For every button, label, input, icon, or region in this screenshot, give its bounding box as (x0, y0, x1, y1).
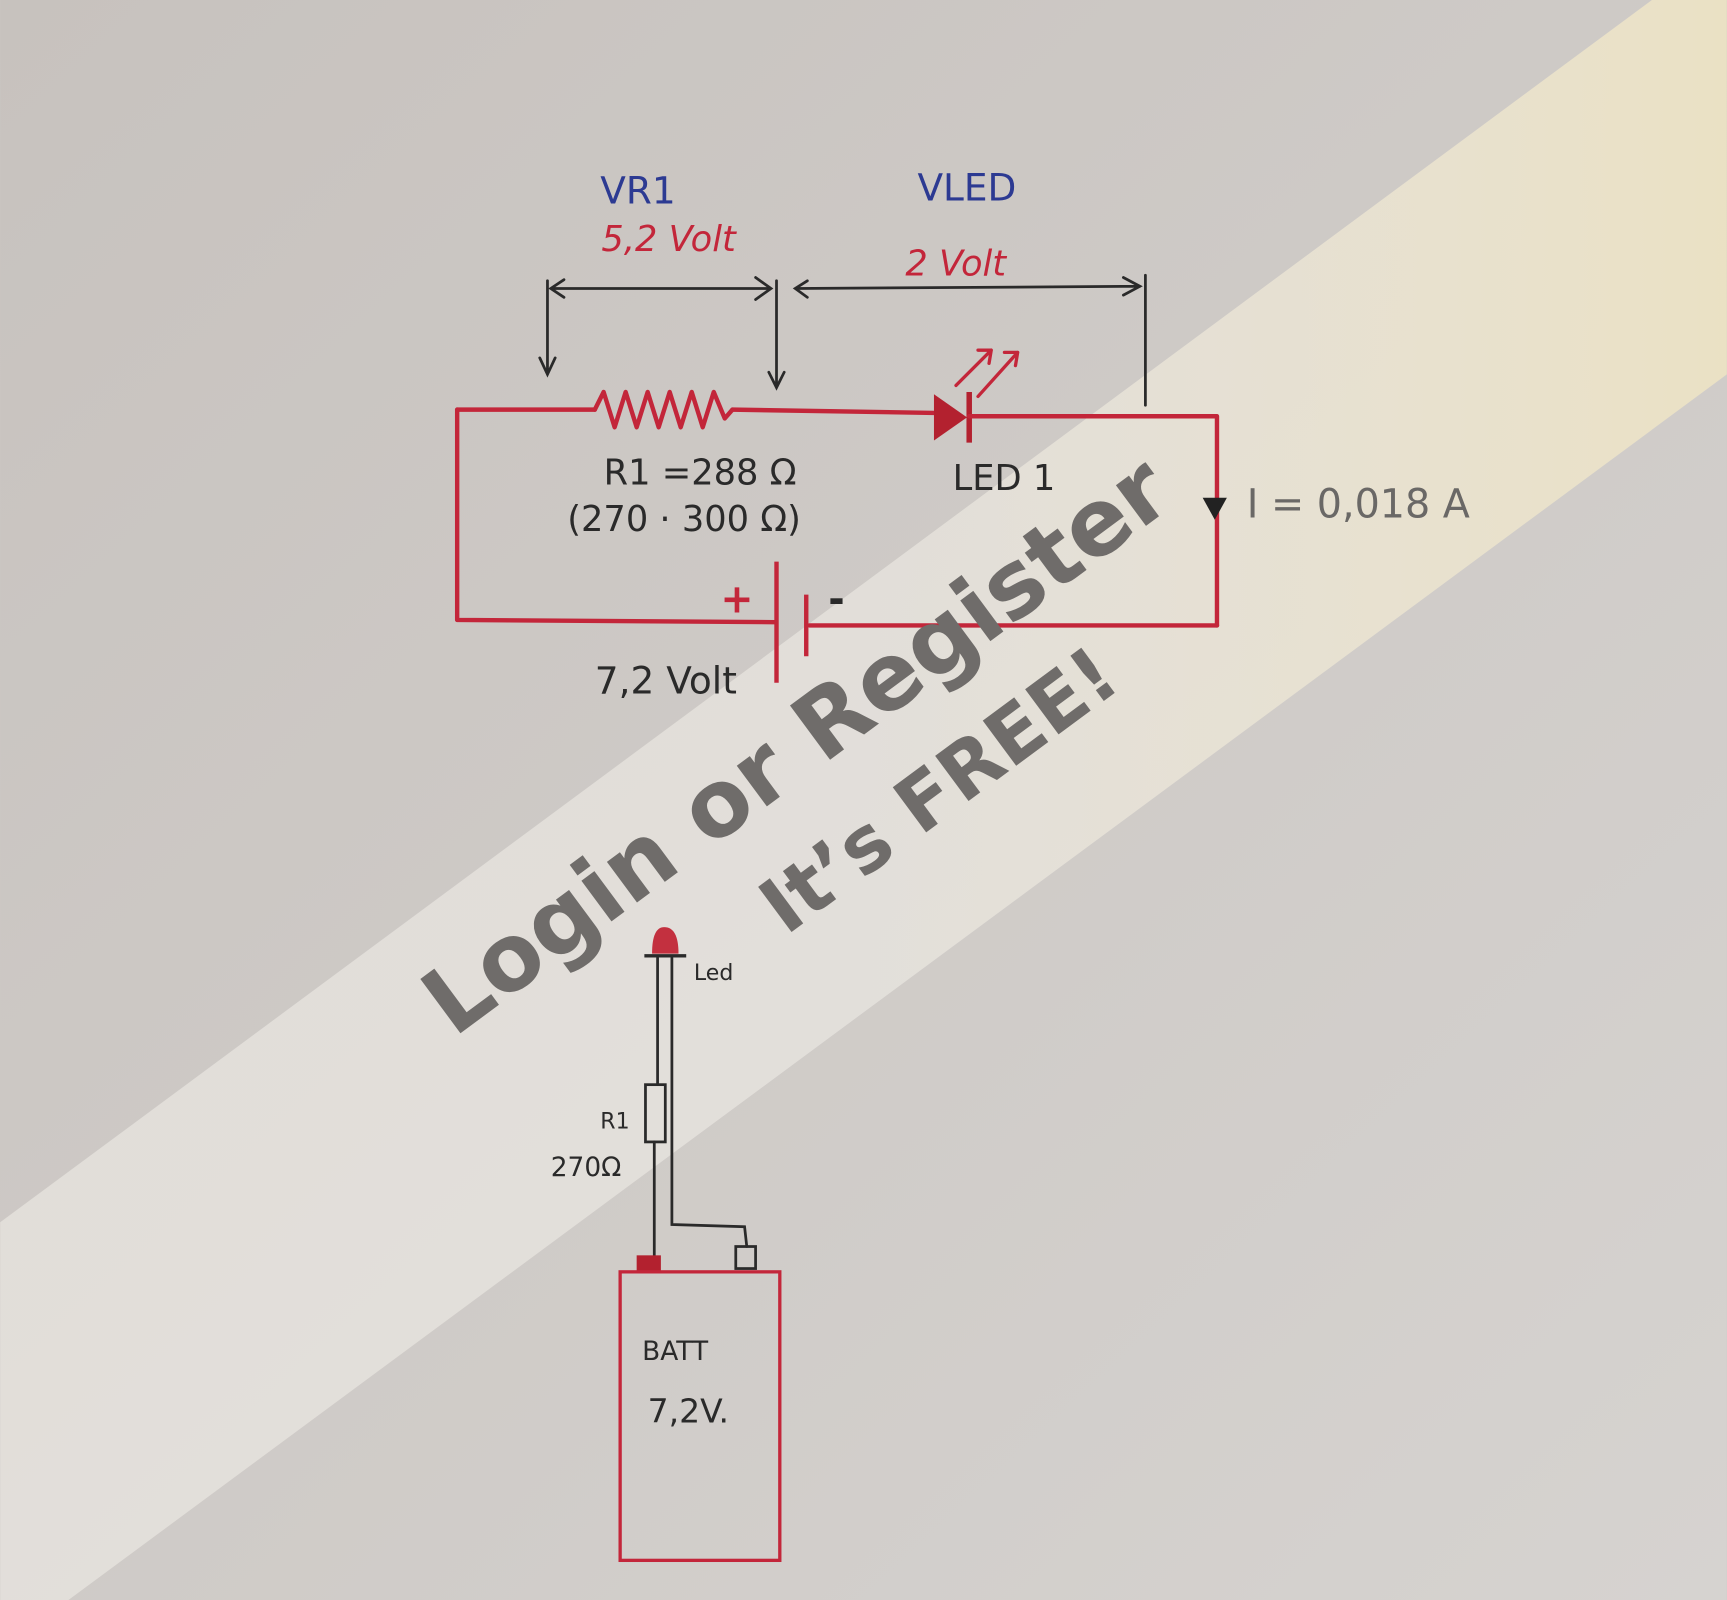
vr1-value: 5,2 Volt (601, 219, 737, 260)
led-label: LED 1 (953, 458, 1056, 499)
battery-negative-terminal (734, 1245, 757, 1270)
led-dome (652, 927, 679, 954)
r1-label: R1 =288 Ω (604, 453, 797, 494)
r1-label: R1 (600, 1110, 629, 1135)
r1-range: (270 · 300 Ω) (567, 499, 801, 540)
wire-top-middle (730, 407, 937, 416)
battery-voltage: 7,2 Volt (595, 659, 737, 703)
wiring-sketch: Led R1 270Ω BATT 7,2V. (551, 927, 782, 1563)
battery-minus: - (828, 576, 844, 622)
battery-voltage: 7,2V. (648, 1392, 729, 1431)
battery-label: BATT (642, 1336, 709, 1367)
vled-value: 2 Volt (905, 243, 1007, 284)
led-label: Led (694, 961, 733, 986)
resistor-r1-symbol (592, 389, 735, 430)
vr1-label: VR1 (600, 169, 675, 213)
current-label: I = 0,018 A (1247, 482, 1470, 528)
vled-label: VLED (917, 165, 1016, 209)
battery-positive-terminal (636, 1255, 661, 1271)
current-arrow-icon (1202, 497, 1227, 520)
wire-top-right (967, 414, 1220, 628)
battery-plus: + (720, 576, 753, 622)
dimension-arrows (538, 273, 1147, 407)
r1-value: 270Ω (551, 1152, 622, 1183)
schematic: VR1 5,2 Volt VLED 2 Volt R1 =288 Ω (270 … (454, 165, 1470, 703)
wire-left (454, 407, 777, 625)
battery-pack (618, 1270, 782, 1563)
wire-led-to-negative (670, 956, 749, 1248)
